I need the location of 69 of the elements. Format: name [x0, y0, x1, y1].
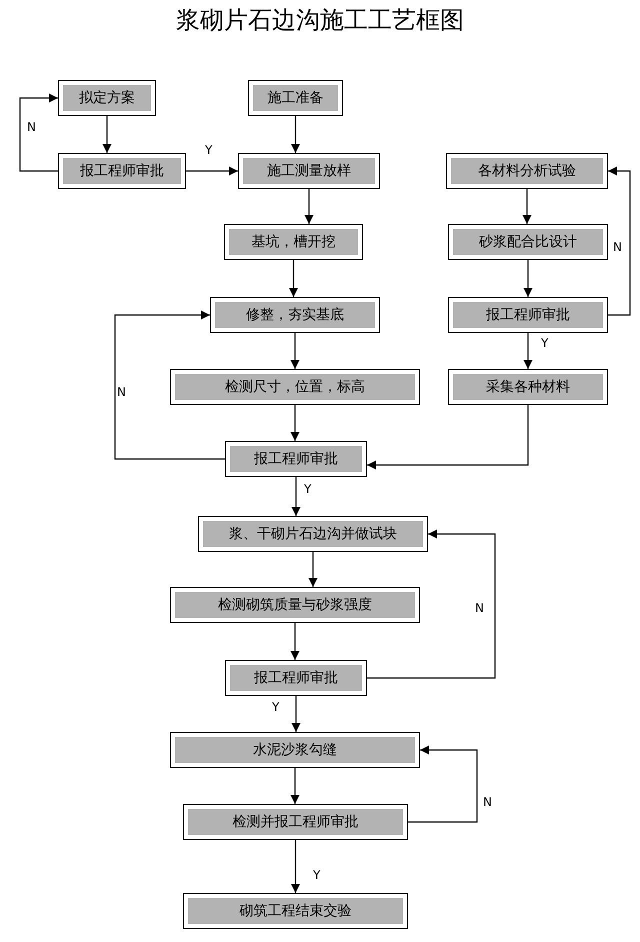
edge-label: N: [116, 385, 127, 399]
step-label: 检测尺寸，位置，标高: [175, 374, 415, 400]
process-box: [170, 587, 420, 623]
edge-label: N: [474, 601, 485, 615]
process-box: [225, 660, 367, 696]
step-label: 施工测量放样: [243, 158, 375, 184]
arrow: [304, 189, 314, 224]
arrow: [292, 696, 300, 732]
process-box: [170, 369, 420, 405]
step-label: 采集各种材料: [453, 374, 603, 400]
arrow: [102, 116, 112, 153]
arrow: [367, 405, 529, 470]
arrow: [290, 623, 300, 660]
arrow: [186, 166, 238, 176]
step-label: 浆、干砌片石边沟并做试块: [203, 521, 423, 547]
arrow: [522, 189, 532, 224]
arrow: [19, 94, 58, 172]
step-label: 报工程师审批: [453, 302, 603, 328]
process-box: [58, 80, 156, 116]
step-label: 水泥沙浆勾缝: [175, 737, 415, 763]
arrow: [290, 405, 300, 441]
step-label: 报工程师审批: [230, 665, 362, 691]
step-label: 砌筑工程结束交验: [188, 898, 403, 924]
step-label: 各材料分析试验: [451, 158, 603, 184]
step-label: 基坑，槽开挖: [229, 229, 358, 255]
process-box: [183, 804, 408, 840]
arrow: [292, 477, 300, 516]
process-box: [198, 516, 428, 552]
arrow: [291, 840, 300, 893]
edge-label: Y: [204, 143, 214, 157]
step-label: 检测并报工程师审批: [188, 809, 403, 835]
edge-label: N: [612, 240, 623, 254]
step-label: 报工程师审批: [63, 158, 181, 184]
process-box: [238, 153, 380, 189]
edge-label: Y: [303, 482, 312, 496]
arrow: [524, 260, 532, 297]
edge-label: N: [482, 795, 493, 809]
process-box: [446, 153, 608, 189]
process-box: [170, 732, 420, 768]
arrow: [291, 116, 300, 153]
process-box: [224, 224, 363, 260]
process-box: [448, 297, 608, 333]
edge-label: Y: [271, 700, 280, 714]
step-label: 检测砌筑质量与砂浆强度: [175, 592, 415, 618]
arrow: [608, 166, 631, 316]
arrow: [290, 768, 300, 804]
process-box: [210, 297, 380, 333]
edge-label: N: [26, 120, 37, 134]
step-label: 施工准备: [253, 85, 338, 111]
step-label: 报工程师审批: [230, 446, 362, 472]
edge-label: Y: [540, 336, 550, 350]
process-box: [183, 893, 408, 929]
arrow: [114, 310, 225, 460]
arrow: [524, 333, 532, 369]
edge-label: Y: [312, 868, 322, 882]
step-label: 修整，夯实基底: [215, 302, 375, 328]
arrow: [408, 746, 478, 823]
process-box: [58, 153, 186, 189]
arrow: [290, 333, 300, 369]
process-box: [448, 224, 608, 260]
process-box: [448, 369, 608, 405]
arrow: [289, 260, 298, 297]
arrow: [367, 530, 496, 679]
arrow: [308, 552, 318, 587]
step-label: 拟定方案: [63, 85, 151, 111]
step-label: 砂浆配合比设计: [453, 229, 603, 255]
process-box: [225, 441, 367, 477]
diagram-title: 浆砌片石边沟施工工艺框图: [176, 5, 464, 36]
process-box: [248, 80, 343, 116]
